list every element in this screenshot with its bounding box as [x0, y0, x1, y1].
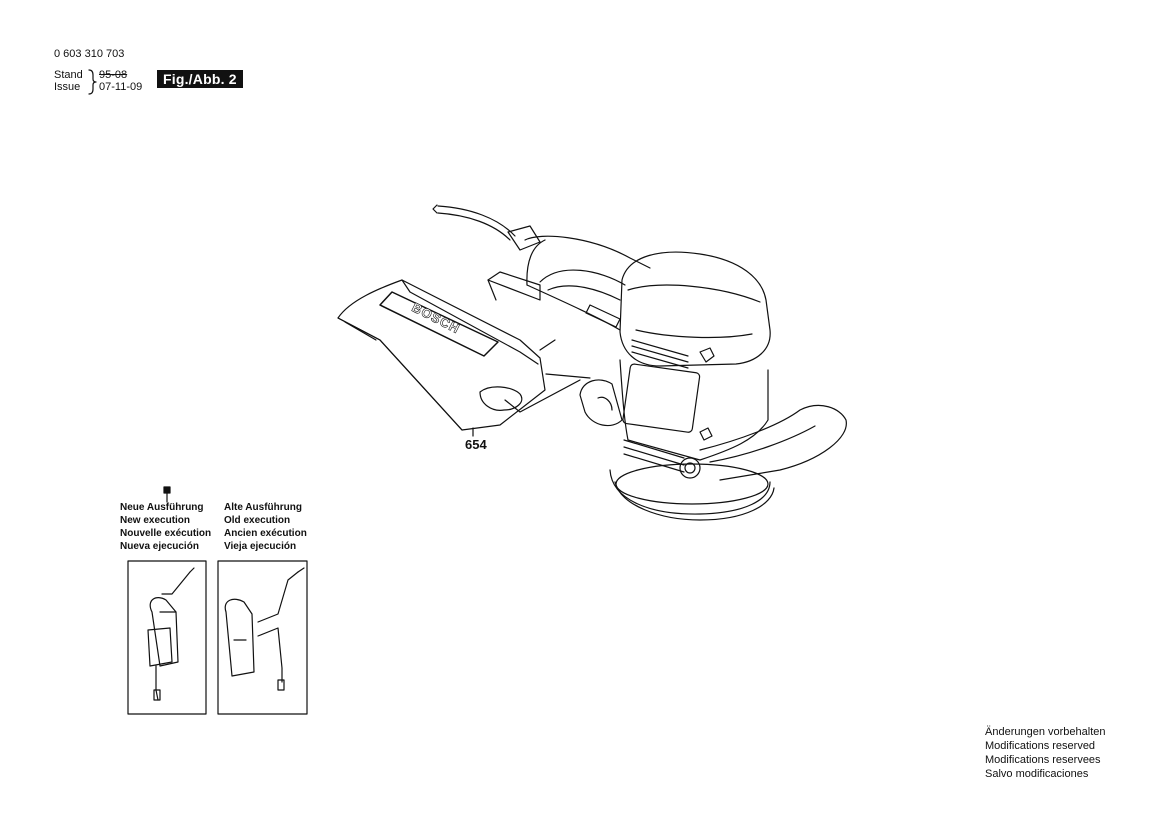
- legend-old-es: Vieja ejecución: [224, 541, 297, 552]
- footer-note-fr: Modifications reservees: [985, 754, 1101, 766]
- old-execution-box: [217, 560, 308, 715]
- legend-new-en: New execution: [120, 515, 191, 526]
- footer-note-en: Modifications reserved: [985, 740, 1096, 752]
- figure-badge: Fig./Abb. 2: [157, 70, 243, 88]
- random-orbit-sander: [432, 204, 847, 521]
- legend-new-es: Nueva ejecución: [120, 541, 199, 552]
- footer-note-es: Salvo modificaciones: [985, 768, 1089, 780]
- date-brace: [88, 69, 97, 95]
- legend-marker: [163, 486, 171, 503]
- legend-new-execution: Neue Ausführung New execution Nouvelle e…: [120, 501, 211, 553]
- legend-old-execution: Alte Ausführung Old execution Ancien exé…: [224, 501, 307, 553]
- callout-654: 654: [465, 437, 487, 452]
- new-execution-box: [127, 560, 207, 715]
- stand-label: Stand: [54, 69, 83, 81]
- legend-old-de: Alte Ausführung: [224, 502, 302, 513]
- new-date: 07-11-09: [99, 81, 143, 93]
- legend-old-fr: Ancien exécution: [224, 528, 307, 539]
- legend-new-de: Neue Ausführung: [120, 502, 204, 513]
- footer-note-de: Änderungen vorbehalten: [985, 726, 1106, 738]
- footer-notes: Änderungen vorbehalten Modifications res…: [985, 725, 1105, 781]
- part-number: 0 603 310 703: [54, 48, 125, 60]
- issue-label: Issue: [54, 81, 81, 93]
- bag-brand-logo: BOSCH: [409, 300, 462, 337]
- dust-bag: [337, 279, 581, 437]
- legend-old-en: Old execution: [224, 515, 291, 526]
- legend-new-fr: Nouvelle exécution: [120, 528, 212, 539]
- old-date: 95-08: [99, 69, 128, 81]
